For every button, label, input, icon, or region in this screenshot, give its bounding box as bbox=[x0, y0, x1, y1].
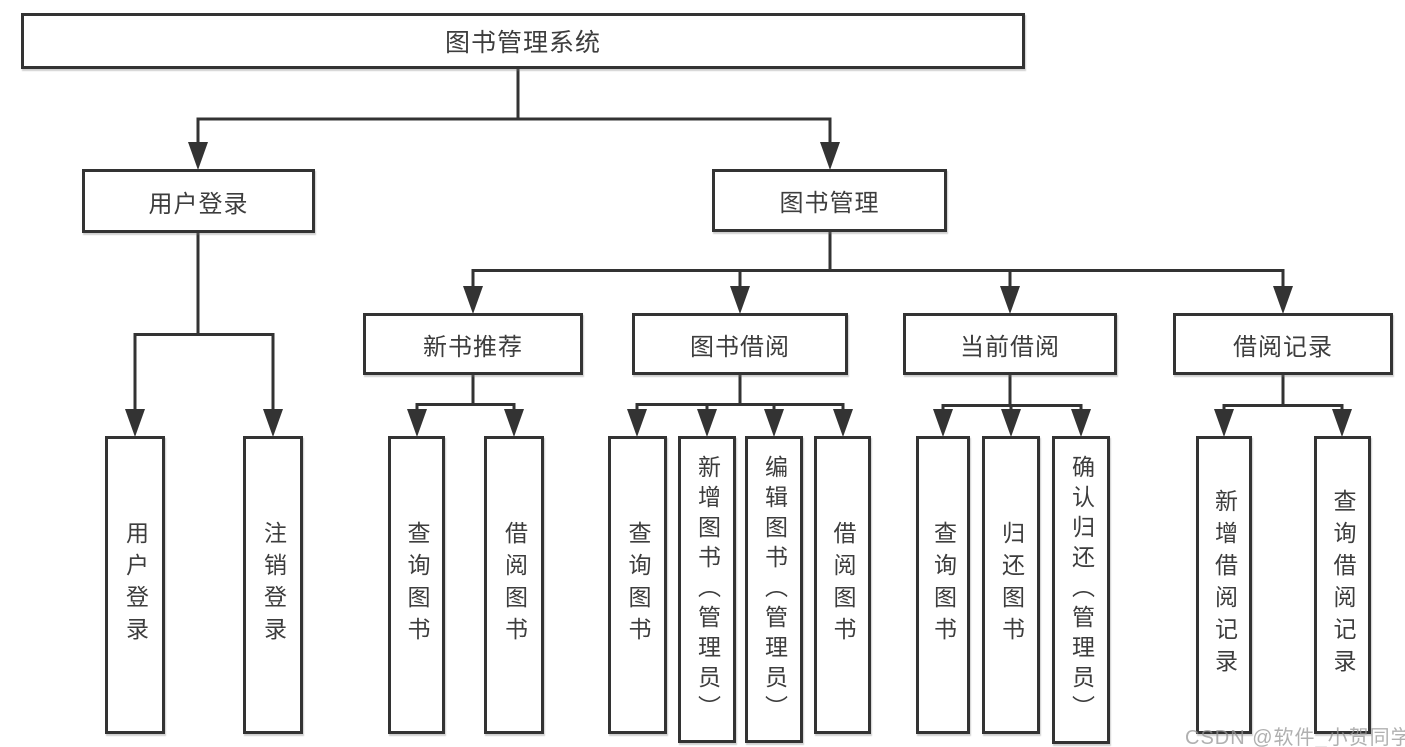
node-label: 图书管理系统 bbox=[444, 29, 601, 57]
leaf-label: 查询图书 bbox=[404, 521, 430, 649]
node-label: 当前借阅 bbox=[960, 333, 1060, 361]
node-label: 用户登录 bbox=[148, 190, 249, 218]
leaf-query-books-borrow: 查询图书 bbox=[608, 436, 667, 734]
leaf-logout-login: 注销登录 bbox=[243, 436, 303, 734]
leaf-query-books-recommend: 查询图书 bbox=[388, 436, 445, 734]
leaf-borrow-books-recommend: 借阅图书 bbox=[484, 436, 544, 734]
leaf-return-books: 归还图书 bbox=[982, 436, 1040, 734]
leaf-label: 新增借阅记录 bbox=[1211, 489, 1238, 681]
node-library-management-system: 图书管理系统 bbox=[21, 13, 1025, 69]
watermark: CSDN @软件_小贺同学 bbox=[1185, 727, 1405, 747]
leaf-add-borrow-record: 新增借阅记录 bbox=[1196, 436, 1252, 734]
node-book-borrow: 图书借阅 bbox=[632, 313, 848, 375]
node-label: 借阅记录 bbox=[1233, 333, 1333, 361]
leaf-label: 归还图书 bbox=[998, 521, 1025, 649]
leaf-label: 新增图书（管理员） bbox=[694, 454, 721, 725]
node-user-login: 用户登录 bbox=[82, 169, 315, 233]
leaf-label: 编辑图书（管理员） bbox=[761, 454, 788, 725]
node-label: 图书管理 bbox=[779, 190, 880, 217]
node-label: 图书借阅 bbox=[690, 333, 790, 361]
leaf-label: 查询图书 bbox=[930, 521, 957, 649]
leaf-query-borrow-record: 查询借阅记录 bbox=[1314, 436, 1371, 734]
leaf-user-login: 用户登录 bbox=[105, 436, 165, 734]
leaf-edit-book-admin: 编辑图书（管理员） bbox=[745, 436, 803, 743]
leaf-label: 查询图书 bbox=[625, 521, 651, 649]
leaf-label: 借阅图书 bbox=[830, 521, 856, 649]
leaf-confirm-return-admin: 确认归还（管理员） bbox=[1052, 436, 1110, 744]
leaf-label: 确认归还（管理员） bbox=[1068, 455, 1095, 725]
node-label: 新书推荐 bbox=[423, 333, 523, 361]
leaf-label: 注销登录 bbox=[260, 521, 287, 649]
node-borrow-records: 借阅记录 bbox=[1173, 313, 1393, 375]
leaf-label: 用户登录 bbox=[122, 521, 149, 649]
leaf-label: 查询借阅记录 bbox=[1330, 489, 1356, 681]
leaf-query-books-current: 查询图书 bbox=[916, 436, 970, 734]
node-current-borrow: 当前借阅 bbox=[903, 313, 1117, 375]
leaf-add-book-admin: 新增图书（管理员） bbox=[678, 436, 736, 743]
leaf-borrow-books: 借阅图书 bbox=[814, 436, 871, 734]
node-new-book-recommend: 新书推荐 bbox=[363, 313, 583, 375]
node-book-management: 图书管理 bbox=[712, 169, 947, 232]
leaf-label: 借阅图书 bbox=[501, 521, 528, 649]
